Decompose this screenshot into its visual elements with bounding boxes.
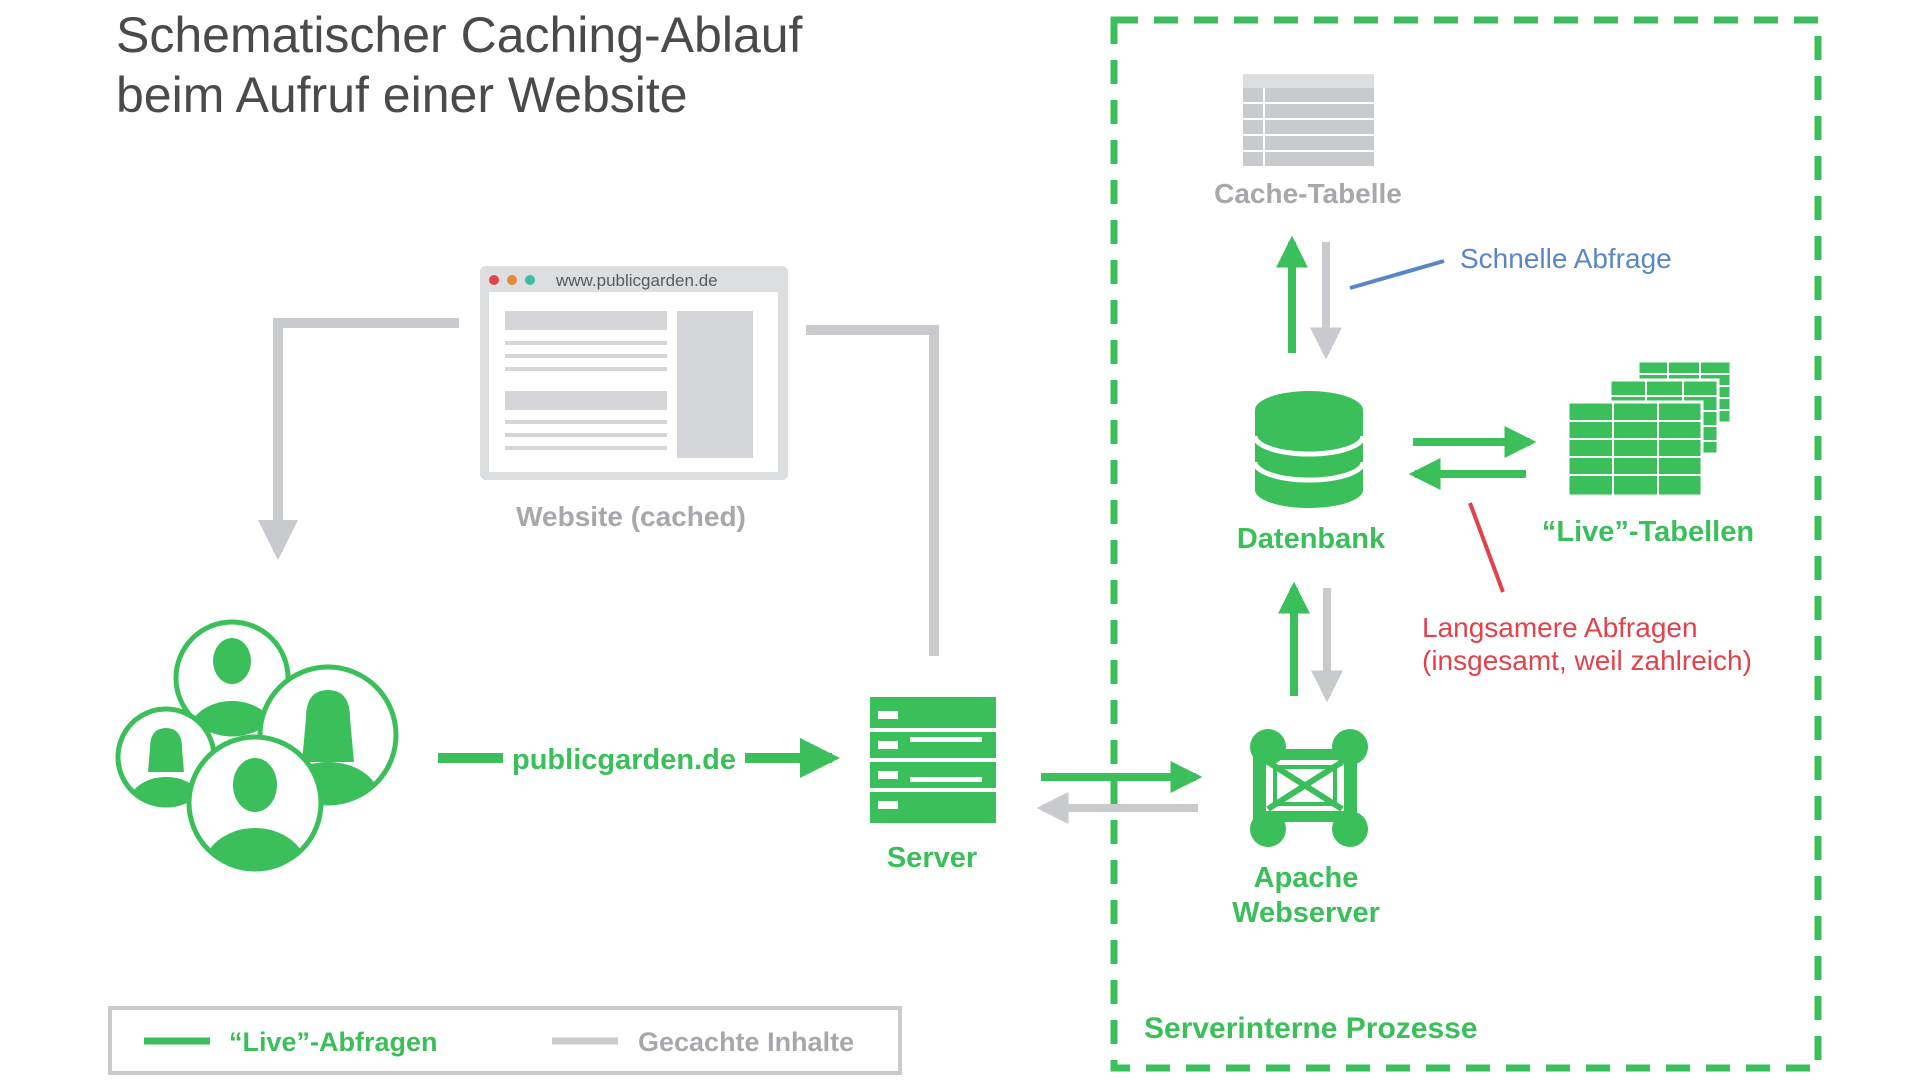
slow-query-label-line-1: Langsamere Abfragen [1422, 612, 1698, 643]
apache-label-line-1: Apache [1254, 862, 1359, 894]
browser-url: www.publicgarden.de [555, 271, 718, 290]
legend-cached-label: Gecachte Inhalte [638, 1027, 854, 1057]
users-group-icon [115, 619, 399, 872]
apache-webserver-icon [1250, 729, 1368, 847]
window-close-dot [489, 275, 499, 285]
cached-path-from-server [806, 325, 939, 656]
cache-table-label: Cache-Tabelle [1214, 178, 1402, 209]
legend: “Live”-Abfragen Gecachte Inhalte [108, 1006, 902, 1075]
browser-caption: Website (cached) [516, 501, 746, 532]
internal-processes-region [1110, 16, 1822, 1072]
legend-box [108, 1006, 902, 1075]
server-label: Server [887, 842, 977, 874]
live-tables-icon [1566, 359, 1733, 498]
legend-live-label: “Live”-Abfragen [229, 1027, 438, 1057]
database-label: Datenbank [1237, 523, 1386, 555]
server-icon [870, 697, 996, 823]
window-minimize-dot [507, 275, 517, 285]
browser-window: www.publicgarden.de [480, 266, 788, 480]
database-icon [1252, 391, 1366, 508]
cached-path-to-users [258, 318, 459, 560]
apache-label-line-2: Webserver [1232, 897, 1380, 929]
slow-query-pointer [1468, 502, 1505, 593]
title-line-2: beim Aufruf einer Website [116, 67, 688, 123]
internal-processes-label: Serverinterne Prozesse [1144, 1012, 1478, 1045]
window-maximize-dot [525, 275, 535, 285]
request-domain-label: publicgarden.de [512, 744, 736, 776]
fast-query-label: Schnelle Abfrage [1460, 243, 1672, 274]
fast-query-pointer [1349, 259, 1445, 290]
live-tables-label: “Live”-Tabellen [1542, 516, 1754, 548]
slow-query-label-line-2: (insgesamt, weil zahlreich) [1422, 645, 1752, 676]
title-line-1: Schematischer Caching-Ablauf [116, 7, 803, 63]
cache-table-icon [1243, 74, 1374, 166]
